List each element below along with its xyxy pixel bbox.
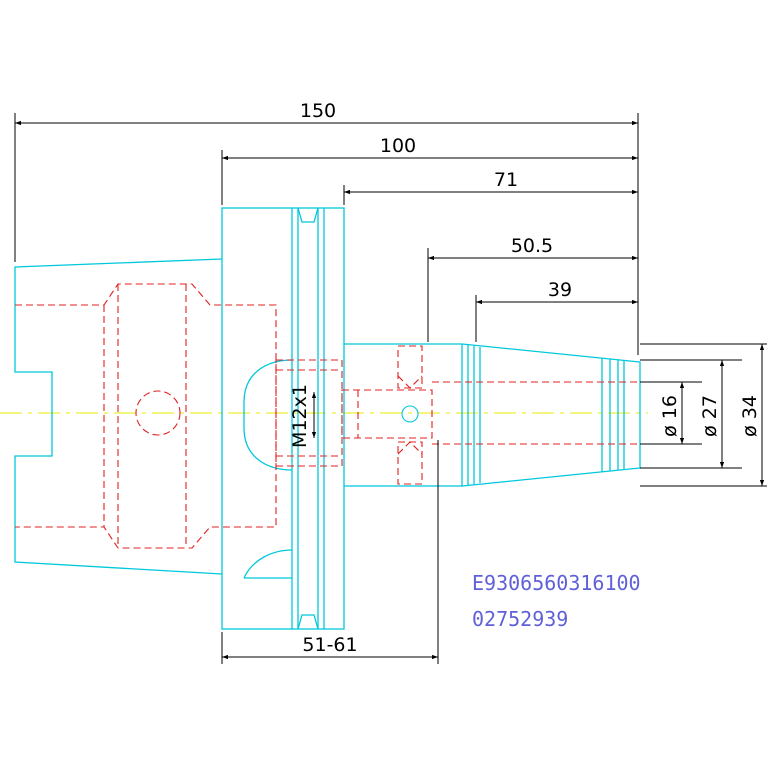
dimension-lines	[15, 120, 765, 660]
dia-34-label: ø 34	[739, 395, 761, 437]
dim-39-label: 39	[548, 279, 572, 301]
tool-holder-outline	[14, 207, 641, 630]
dia-27-label: ø 27	[699, 395, 721, 437]
part-number: 02752939	[472, 607, 568, 631]
dim-150-label: 150	[300, 100, 336, 122]
part-code: E9306560316100	[472, 571, 641, 595]
dia-16-label: ø 16	[659, 395, 681, 437]
dim-50-5-label: 50.5	[511, 235, 553, 257]
dim-100-label: 100	[380, 135, 416, 157]
extension-lines	[14, 113, 767, 664]
dim-51-61-label: 51-61	[302, 634, 357, 656]
thread-label: M12x1	[289, 384, 311, 448]
dim-71-label: 71	[494, 169, 518, 191]
hidden-lines	[15, 283, 640, 549]
